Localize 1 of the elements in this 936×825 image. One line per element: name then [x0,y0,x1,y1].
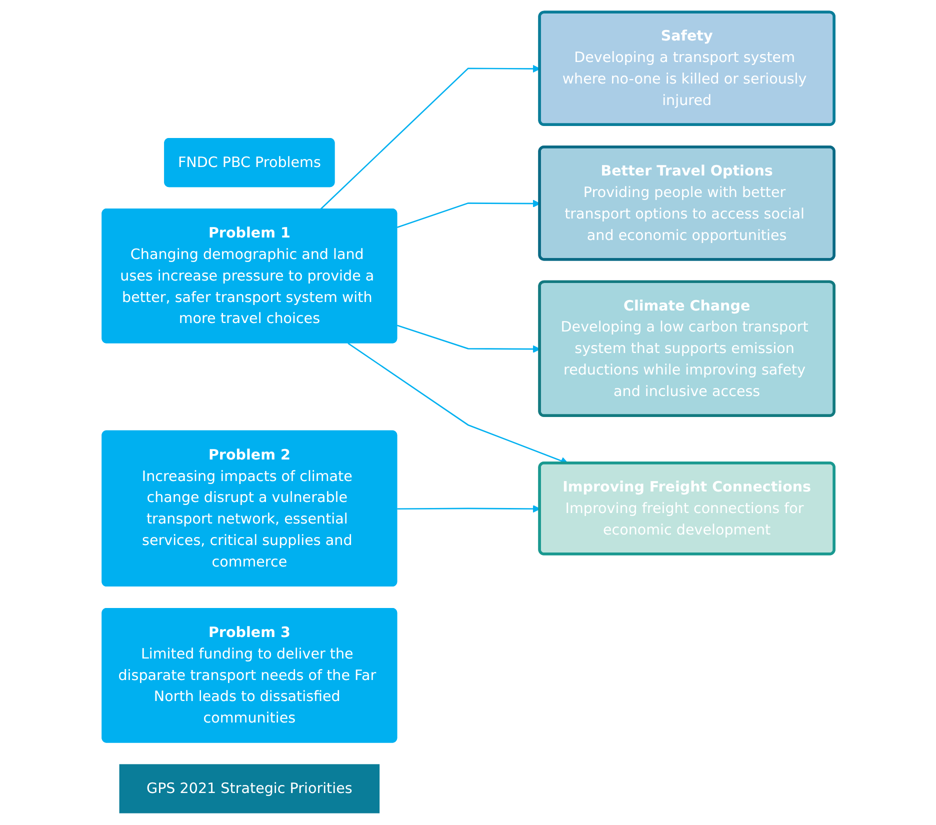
node-box: GPS 2021 Strategic Priorities [119,764,380,814]
